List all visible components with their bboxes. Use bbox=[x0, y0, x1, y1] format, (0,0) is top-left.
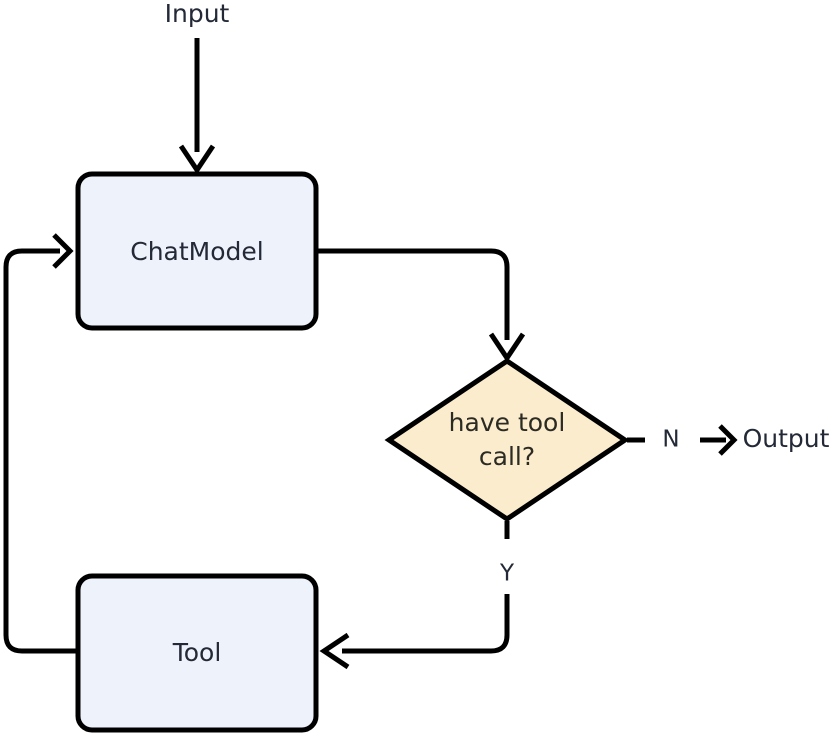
terminal-input: Input bbox=[165, 0, 230, 28]
decision-label-line1: have tool bbox=[449, 408, 566, 437]
decision-have-tool-call[interactable]: have tool call? bbox=[384, 357, 630, 523]
tool-box[interactable] bbox=[75, 573, 319, 733]
terminal-output: Output bbox=[743, 424, 830, 453]
edge-input-to-chatmodel bbox=[178, 38, 216, 175]
edge-line-chatmodel-decision bbox=[318, 248, 510, 340]
edge-decision-yes-to-tool: Y bbox=[319, 521, 515, 670]
decision-label-line2: call? bbox=[479, 442, 535, 471]
node-tool[interactable]: Tool bbox=[75, 573, 319, 733]
output-label: Output bbox=[743, 424, 830, 453]
arrowhead-decision-tool bbox=[319, 632, 350, 670]
edge-label-yes: Y bbox=[499, 561, 515, 587]
edge-chatmodel-to-decision bbox=[318, 248, 526, 363]
chatmodel-box[interactable] bbox=[75, 171, 319, 331]
edge-line-tool-chatmodel bbox=[3, 248, 76, 654]
tool-label: Tool bbox=[172, 638, 222, 667]
chatmodel-label: ChatModel bbox=[130, 237, 263, 266]
input-label: Input bbox=[165, 0, 230, 28]
decision-diamond[interactable] bbox=[384, 357, 630, 523]
edge-line-decision-yes-lower bbox=[342, 594, 510, 654]
arrowhead-decision-output bbox=[718, 424, 738, 456]
arrowhead-tool-chatmodel bbox=[52, 233, 74, 269]
arrowhead-input-chatmodel bbox=[178, 144, 216, 175]
edge-label-no: N bbox=[662, 427, 679, 453]
node-chatmodel[interactable]: ChatModel bbox=[75, 171, 319, 331]
edge-tool-to-chatmodel bbox=[3, 233, 76, 654]
edge-decision-no-to-output: N bbox=[627, 424, 738, 456]
